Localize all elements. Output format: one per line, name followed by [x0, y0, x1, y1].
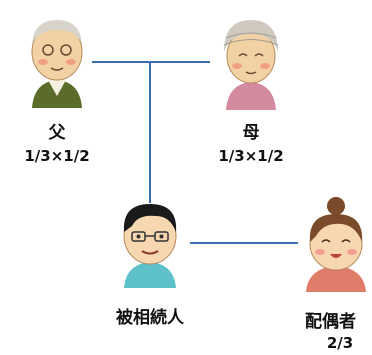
father-share: 1/3×1/2	[24, 147, 90, 165]
deceased-illustration	[123, 204, 177, 288]
mother-share: 1/3×1/2	[218, 147, 284, 165]
father-label: 父	[48, 123, 66, 143]
mother-illustration	[223, 20, 279, 110]
father-illustration	[31, 20, 83, 108]
spouse-illustration	[306, 197, 366, 292]
deceased-label: 被相続人	[116, 308, 184, 328]
spouse-label: 配偶者	[305, 312, 356, 332]
spouse-share: 2/3	[326, 334, 354, 352]
mother-label: 母	[242, 123, 260, 143]
